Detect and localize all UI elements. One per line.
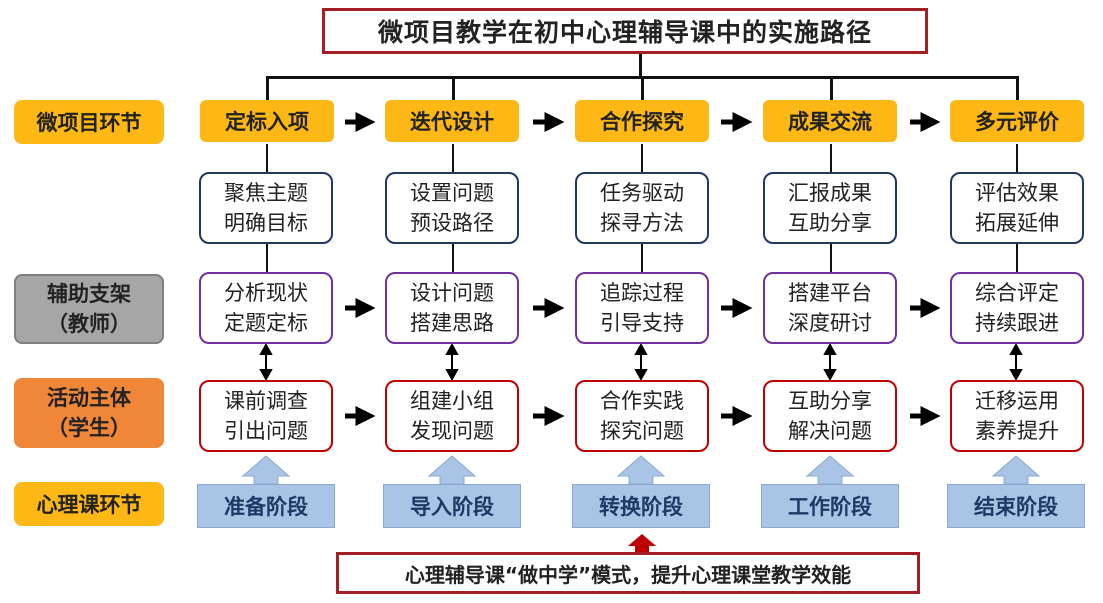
student-box: 组建小组发现问题 <box>385 380 519 452</box>
double-arrow-icon <box>823 342 837 382</box>
student-line: 合作实践 <box>600 389 684 413</box>
student-box: 迁移运用素养提升 <box>950 380 1084 452</box>
up-arrow-icon <box>241 455 291 485</box>
student-line: 素养提升 <box>975 419 1059 443</box>
stage-goal-link-4 <box>830 144 832 172</box>
student-box: 课前调查引出问题 <box>199 380 333 452</box>
teacher-line: 引导支持 <box>600 311 684 335</box>
row-label-micro-project: 微项目环节 <box>14 100 164 144</box>
teacher-line: 定题定标 <box>224 311 308 335</box>
student-line: 发现问题 <box>410 419 494 443</box>
row-label-psych-class: 心理课环节 <box>14 482 164 526</box>
row-label-support-sub: （教师） <box>47 312 131 336</box>
goal-box: 评估效果拓展延伸 <box>950 172 1084 244</box>
student-line: 互助分享 <box>788 389 872 413</box>
goal-box: 设置问题预设路径 <box>385 172 519 244</box>
goal-line: 互助分享 <box>788 211 872 235</box>
student-box: 合作实践探究问题 <box>575 380 709 452</box>
teacher-line: 设计问题 <box>410 281 494 305</box>
stage-goal-link-1 <box>266 144 268 172</box>
goal-teacher-link-2 <box>452 244 454 272</box>
goal-teacher-link-5 <box>1016 244 1018 272</box>
goal-box: 聚焦主题明确目标 <box>199 172 333 244</box>
footer-summary: 心理辅导课“做中学”模式，提升心理课堂教学效能 <box>336 552 920 594</box>
up-arrow-icon <box>427 455 477 485</box>
teacher-box: 分析现状定题定标 <box>199 272 333 344</box>
up-arrow-icon <box>805 455 855 485</box>
phase-box: 结束阶段 <box>947 484 1085 528</box>
row-label-support: 辅助支架 （教师） <box>14 274 164 344</box>
stem-3 <box>641 76 644 102</box>
goal-box: 任务驱动探寻方法 <box>575 172 709 244</box>
phase-box: 准备阶段 <box>197 484 335 528</box>
teacher-line: 深度研讨 <box>788 311 872 335</box>
up-arrow-icon <box>628 534 656 553</box>
stage-box: 多元评价 <box>950 100 1084 142</box>
row-label-activity: 活动主体 （学生） <box>14 378 164 448</box>
stage-box: 成果交流 <box>763 100 897 142</box>
goal-line: 拓展延伸 <box>975 211 1059 235</box>
double-arrow-icon <box>445 342 459 382</box>
goal-line: 聚焦主题 <box>224 181 308 205</box>
teacher-box: 综合评定持续跟进 <box>950 272 1084 344</box>
title-stem <box>639 54 642 78</box>
teacher-line: 持续跟进 <box>975 311 1059 335</box>
goal-line: 汇报成果 <box>788 181 872 205</box>
goal-teacher-link-4 <box>830 244 832 272</box>
double-arrow-icon <box>259 342 273 382</box>
teacher-box: 设计问题搭建思路 <box>385 272 519 344</box>
teacher-box: 搭建平台深度研讨 <box>763 272 897 344</box>
stem-4 <box>830 76 833 102</box>
teacher-line: 搭建平台 <box>788 281 872 305</box>
stage-box: 迭代设计 <box>385 100 519 142</box>
stage-goal-link-3 <box>641 144 643 172</box>
up-arrow-icon <box>616 455 666 485</box>
teacher-line: 追踪过程 <box>600 281 684 305</box>
goal-line: 探寻方法 <box>600 211 684 235</box>
goal-teacher-link-1 <box>266 244 268 272</box>
student-line: 课前调查 <box>224 389 308 413</box>
student-line: 解决问题 <box>788 419 872 443</box>
goal-teacher-link-3 <box>641 244 643 272</box>
row-label-activity-main: 活动主体 <box>47 386 131 410</box>
student-line: 探究问题 <box>600 419 684 443</box>
teacher-line: 综合评定 <box>975 281 1059 305</box>
student-line: 引出问题 <box>224 419 308 443</box>
stem-2 <box>452 76 455 102</box>
goal-line: 任务驱动 <box>600 181 684 205</box>
double-arrow-icon <box>1009 342 1023 382</box>
stage-box: 合作探究 <box>575 100 709 142</box>
double-arrow-icon <box>634 342 648 382</box>
stage-box: 定标入项 <box>200 100 334 142</box>
goal-line: 设置问题 <box>410 181 494 205</box>
goal-line: 预设路径 <box>410 211 494 235</box>
student-box: 互助分享解决问题 <box>763 380 897 452</box>
stage-goal-link-5 <box>1016 144 1018 172</box>
footer-up-arrow <box>628 534 656 553</box>
teacher-box: 追踪过程引导支持 <box>575 272 709 344</box>
row-label-support-main: 辅助支架 <box>47 282 131 306</box>
goal-line: 明确目标 <box>224 211 308 235</box>
up-arrow-icon <box>991 455 1041 485</box>
row-label-activity-sub: （学生） <box>47 416 131 440</box>
phase-box: 转换阶段 <box>572 484 710 528</box>
goal-line: 评估效果 <box>975 181 1059 205</box>
phase-box: 工作阶段 <box>761 484 899 528</box>
student-line: 组建小组 <box>410 389 494 413</box>
phase-box: 导入阶段 <box>383 484 521 528</box>
student-line: 迁移运用 <box>975 389 1059 413</box>
stem-5 <box>1016 76 1019 102</box>
teacher-student-double-arrows <box>259 342 1023 382</box>
teacher-line: 搭建思路 <box>410 311 494 335</box>
teacher-line: 分析现状 <box>224 281 308 305</box>
phase-up-arrows <box>241 455 1041 485</box>
stage-goal-link-2 <box>452 144 454 172</box>
goal-box: 汇报成果互助分享 <box>763 172 897 244</box>
stem-1 <box>266 76 269 102</box>
diagram-title: 微项目教学在初中心理辅导课中的实施路径 <box>322 8 928 54</box>
